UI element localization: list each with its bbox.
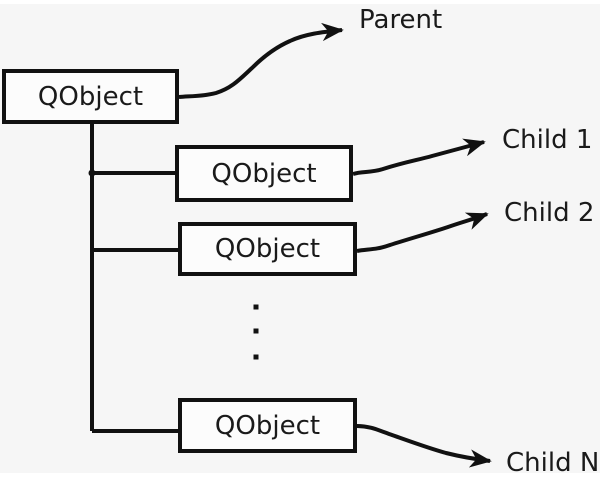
qobject-box-child-1-label: QObject: [211, 158, 317, 189]
parent-annotation: Parent: [359, 5, 443, 35]
qobject-box-parent: QObject: [2, 69, 179, 124]
vertical-ellipsis-dots-icon: [253, 304, 259, 360]
trunk-junction-dot: [88, 169, 96, 177]
top-edge-strip: [0, 0, 600, 4]
child-1-annotation: Child 1: [502, 125, 593, 155]
qobject-box-child-2: QObject: [178, 222, 357, 276]
bottom-edge-strip: [0, 473, 600, 482]
child-2-annotation: Child 2: [504, 198, 595, 228]
qobject-box-child-n-label: QObject: [214, 410, 321, 441]
arrow-to-parent: [178, 22, 344, 99]
arrow-to-child-2: [356, 212, 489, 253]
qobject-box-child-1: QObject: [175, 145, 353, 202]
qobject-box-child-2-label: QObject: [214, 234, 321, 264]
qobject-box-parent-label: QObject: [37, 81, 144, 112]
child-n-annotation: Child N: [506, 448, 600, 478]
qobject-box-child-n: QObject: [178, 398, 357, 453]
arrow-to-child-1: [352, 138, 486, 176]
arrow-to-child-n: [356, 424, 492, 468]
